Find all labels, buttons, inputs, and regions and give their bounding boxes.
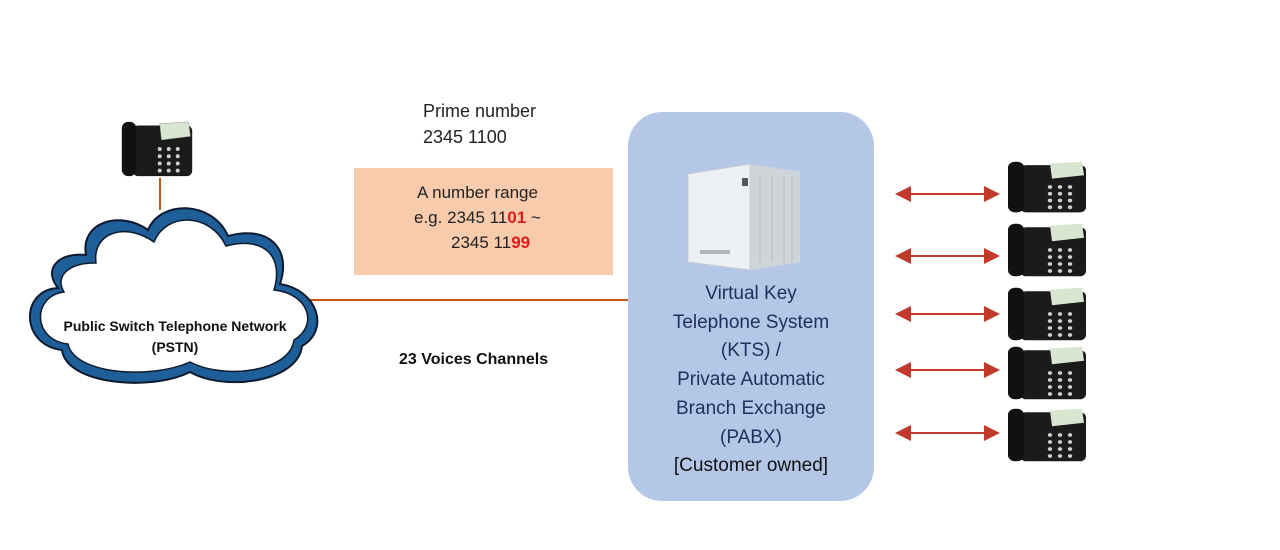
range-tilde: ~ <box>526 208 541 227</box>
desk-phone-icon <box>1008 223 1086 277</box>
kts-line-1: Virtual Key <box>705 283 797 304</box>
number-range-box: A number range e.g. 2345 1101 ~ 2345 119… <box>354 168 613 275</box>
kts-line-4: Private Automatic <box>677 369 825 391</box>
pbx-unit-icon <box>687 163 800 270</box>
desk-phone-icon <box>1008 161 1086 213</box>
number-range-title: A number range <box>417 183 538 202</box>
prime-number-label: Prime number 2345 1100 <box>423 98 536 150</box>
kts-pabx-label: Virtual Key Telephone System (KTS) / Pri… <box>640 280 862 481</box>
kts-line-6: (PABX) <box>720 426 782 448</box>
voice-channels-label: 23 Voices Channels <box>399 351 549 368</box>
number-range-from: e.g. 2345 1101 ~ <box>414 205 541 230</box>
number-range-to: 2345 1199 <box>451 230 530 255</box>
prime-number-title: Prime number <box>423 101 537 121</box>
pstn-cloud <box>29 207 319 384</box>
kts-line-3: (KTS) / <box>720 340 782 362</box>
prime-number-value: 2345 1100 <box>423 127 507 147</box>
pstn-name: Public Switch Telephone Network <box>63 318 287 334</box>
range-from-prefix: e.g. 2345 11 <box>414 208 508 227</box>
kts-line-5: Branch Exchange <box>676 397 826 419</box>
desk-phone-icon <box>1008 287 1086 341</box>
extension-arrows <box>895 186 1000 441</box>
pstn-abbrev: (PSTN) <box>151 339 199 355</box>
kts-line-2: Telephone System <box>672 311 830 333</box>
kts-line-7: [Customer owned] <box>673 455 829 477</box>
desk-phone-icon <box>1008 408 1086 462</box>
range-to-prefix: 2345 11 <box>451 233 512 252</box>
pstn-label: Public Switch Telephone Network (PSTN) <box>40 316 310 358</box>
range-from-suffix: 01 <box>507 208 527 227</box>
range-to-suffix: 99 <box>511 233 531 252</box>
desk-phone-icon <box>121 121 193 177</box>
desk-phone-icon <box>1008 346 1086 400</box>
